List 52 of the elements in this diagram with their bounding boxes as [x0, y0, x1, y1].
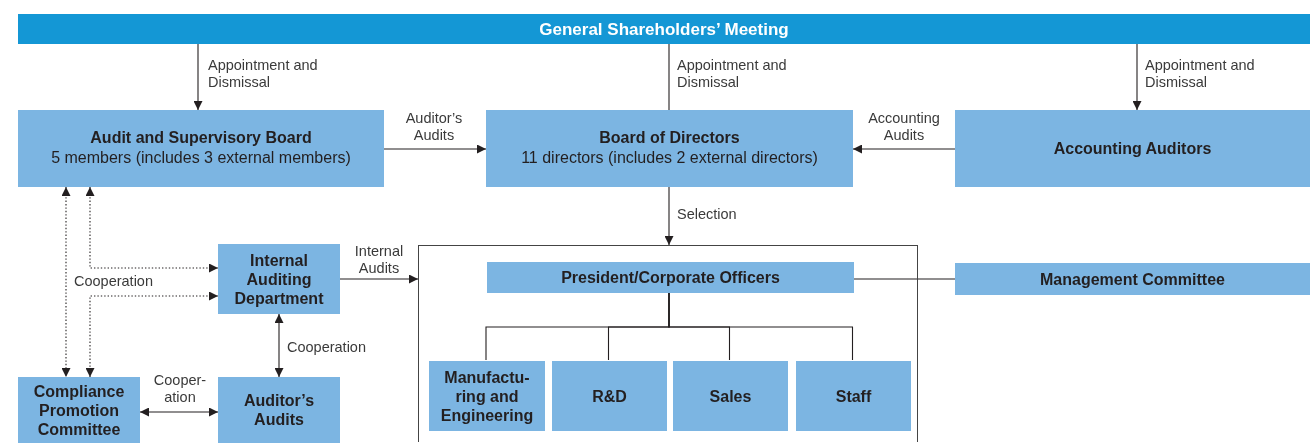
- org-box: [955, 110, 1310, 187]
- box-subtitle: 5 members (includes 3 external members): [51, 148, 351, 168]
- edge-label: Accounting Audits: [867, 110, 941, 144]
- header-bar: [18, 14, 1310, 44]
- edge-label: Cooperation: [74, 273, 154, 290]
- connector-line: [668, 43, 670, 111]
- box-title: General Shareholders’ Meeting: [539, 19, 789, 39]
- edge-label: Selection: [677, 206, 738, 223]
- edge-label: Auditor’s Audits: [404, 110, 464, 144]
- box-subtitle: 11 directors (includes 2 external directors): [521, 148, 818, 168]
- arrow: [664, 186, 674, 246]
- arrow: [339, 274, 419, 284]
- arrow: [1132, 43, 1142, 111]
- arrow: [85, 291, 219, 378]
- box-title: Auditor’s Audits: [242, 391, 316, 429]
- box-title: Management Committee: [1040, 269, 1225, 289]
- edge-label: Cooper- ation: [152, 372, 208, 406]
- box-title: Manufactu- ring and Engineering: [439, 367, 535, 425]
- box-title: President/Corporate Officers: [561, 268, 780, 287]
- arrow: [274, 313, 284, 378]
- box-title: Accounting Auditors: [1053, 139, 1212, 158]
- box-title: Audit and Supervisory Board: [90, 128, 312, 147]
- org-box: [552, 361, 667, 431]
- org-box: [955, 263, 1310, 295]
- arrow: [383, 144, 487, 154]
- arrow: [61, 186, 71, 378]
- box-title: Staff: [835, 386, 872, 406]
- org-box: [218, 244, 340, 314]
- connector-line: [668, 291, 854, 361]
- arrow: [85, 186, 219, 273]
- org-box: [18, 377, 140, 443]
- edge-label: Internal Audits: [353, 243, 405, 277]
- org-box: [486, 110, 853, 187]
- box-title: R&D: [592, 386, 627, 406]
- org-box: [673, 361, 788, 431]
- arrow: [852, 144, 956, 154]
- edge-label: Appointment and Dismissal: [1145, 57, 1256, 91]
- box-title: Board of Directors: [599, 128, 740, 147]
- org-box: [796, 361, 911, 431]
- org-box: [487, 262, 854, 293]
- arrow: [139, 407, 219, 417]
- org-box: [18, 110, 384, 187]
- box-title: Compliance Promotion Committee: [32, 381, 126, 439]
- box-title: Sales: [709, 386, 752, 406]
- box-title: Internal Auditing Department: [233, 250, 325, 308]
- edge-label: Appointment and Dismissal: [677, 57, 788, 91]
- group-frame: [418, 245, 918, 442]
- arrow: [193, 43, 203, 111]
- org-box: [429, 361, 545, 431]
- org-box: [218, 377, 340, 443]
- edge-label: Cooperation: [287, 339, 367, 356]
- edge-label: Appointment and Dismissal: [208, 57, 319, 91]
